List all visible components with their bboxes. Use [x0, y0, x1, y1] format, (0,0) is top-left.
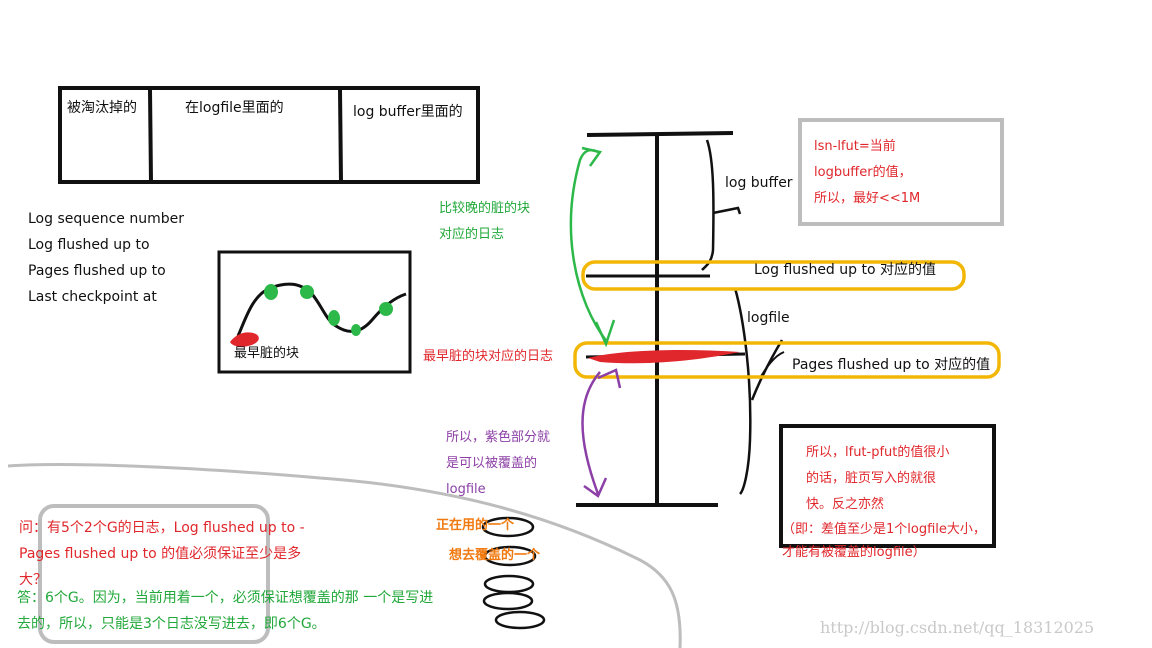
table-cell-in-logfile: 在logfile里面的	[185, 100, 284, 116]
log-ring	[481, 516, 535, 538]
log-flushed-highlight	[581, 260, 966, 291]
log-ring	[483, 545, 537, 567]
pages-flushed-value-label: Pages flushed up to 对应的值	[792, 357, 991, 373]
question-line2: Pages flushed up to 的值必须保证至少是多	[19, 546, 302, 562]
curve-box-border	[217, 250, 412, 374]
green-arrow-head-bottom	[594, 319, 616, 348]
status-last-checkpoint: Last checkpoint at	[28, 289, 157, 305]
lsn-note-line1: lsn-lfut=当前	[814, 139, 896, 154]
earliest-dirty-block-label: 最早脏的块	[234, 346, 300, 361]
green-blob	[328, 310, 340, 326]
logfile-bracket	[733, 287, 752, 495]
lsn-note-line2: logbuffer的值，	[814, 165, 912, 180]
question-box	[38, 504, 270, 644]
red-scribble	[588, 350, 740, 364]
ring-label-to-overwrite: 想去覆盖的一个	[449, 548, 541, 563]
answer-line1: 答：6个G。因为，当前用着一个，必须保证想覆盖的那 一个是写进	[17, 590, 434, 606]
lfut-note-box	[779, 424, 996, 548]
later-dirty-note-line2: 对应的日志	[439, 227, 505, 242]
question-line3: 大？	[19, 572, 47, 588]
status-pages-flushed: Pages flushed up to	[28, 263, 166, 279]
green-blob	[264, 284, 278, 300]
logfile-tick	[750, 339, 784, 401]
green-blob	[351, 324, 361, 336]
purple-arrow-head-bottom	[583, 477, 608, 498]
log-buffer-tick	[712, 206, 742, 215]
log-flushed-value-label: Log flushed up to 对应的值	[754, 262, 936, 278]
purple-note-line3: logfile	[446, 482, 486, 497]
green-arrow-head-top	[581, 146, 603, 167]
table-cell-in-log-buffer: log buffer里面的	[353, 104, 463, 120]
purple-note-line2: 是可以被覆盖的	[446, 456, 538, 471]
question-line1: 问：有5个2个G的日志，Log flushed up to -	[19, 520, 305, 536]
lfut-note-line3: 快。反之亦然	[806, 497, 885, 512]
log-ring	[482, 591, 534, 611]
earliest-dirty-log-label: 最早脏的块对应的日志	[423, 349, 554, 364]
top-table-divider-2	[338, 89, 343, 183]
red-blob	[230, 332, 259, 347]
later-dirty-note-line1: 比较晚的脏的块	[439, 201, 531, 216]
gray-region-curve	[7, 463, 682, 648]
pages-flushed-highlight	[573, 341, 1001, 379]
lfut-note-line2: 的话，脏页写入的就很	[806, 471, 937, 486]
green-arrow	[569, 148, 608, 343]
ring-label-in-use: 正在用的一个	[436, 518, 515, 533]
log-buffer-bracket	[701, 139, 715, 271]
lfut-note-extra: （即：差值至少是1个logfile大小，才能有被覆盖的logfile）	[782, 522, 986, 560]
purple-arrow	[581, 371, 601, 495]
answer-line2: 去的，所以，只能是3个日志没写进去，即6个G。	[17, 616, 326, 632]
axis-top-bar	[586, 131, 734, 137]
lsn-note-line3: 所以，最好<<1M	[814, 191, 921, 206]
log-ring	[494, 610, 546, 630]
status-log-sequence-number: Log sequence number	[28, 211, 185, 227]
watermark: http://blog.csdn.net/qq_18312025	[820, 618, 1095, 637]
top-table-border	[58, 86, 480, 184]
lsn-note-box	[798, 118, 1004, 226]
purple-note-line1: 所以，紫色部分就	[446, 430, 551, 445]
lfut-note-line1: 所以，lfut-pfut的值很小	[806, 445, 950, 460]
logfile-label: logfile	[747, 310, 790, 326]
green-blob	[379, 302, 393, 316]
status-log-flushed: Log flushed up to	[28, 237, 150, 253]
table-cell-evicted: 被淘汰掉的	[67, 100, 137, 116]
top-table-divider-1	[148, 89, 153, 183]
purple-arrow-head-top	[597, 368, 622, 389]
green-blob	[300, 285, 314, 299]
log-buffer-label: log buffer	[725, 175, 793, 191]
log-ring	[483, 574, 535, 594]
